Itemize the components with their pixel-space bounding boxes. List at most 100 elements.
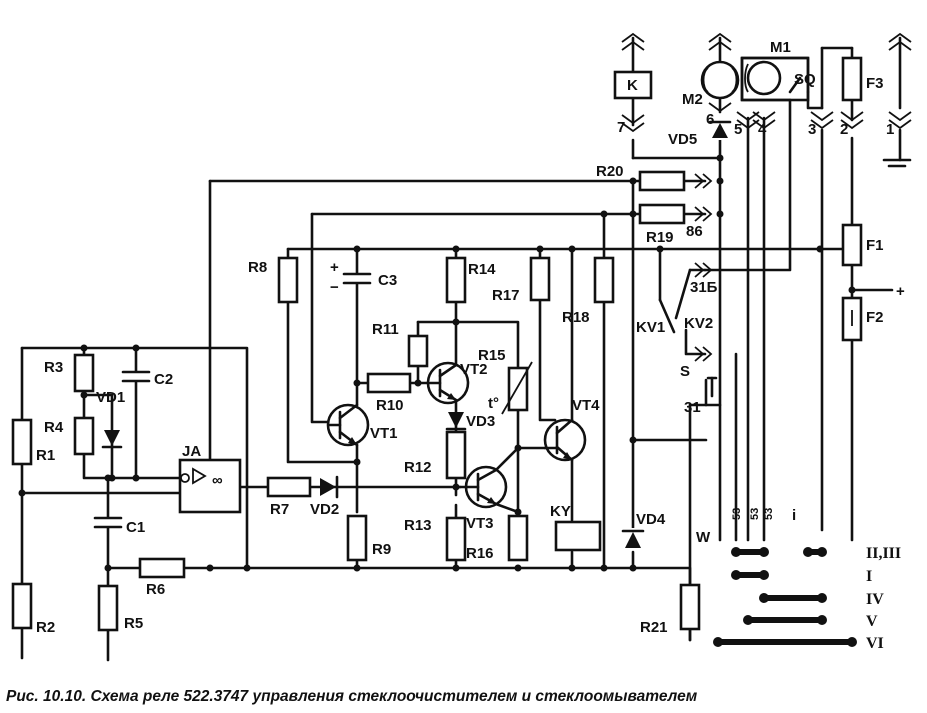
- label-conn-3: 3: [808, 121, 816, 138]
- thermistor-slash: [501, 361, 533, 415]
- label-kv2: KV2: [684, 315, 713, 332]
- label-kv1: KV1: [636, 319, 665, 336]
- label-conn-1: 1: [886, 121, 894, 138]
- position-v: [743, 615, 827, 625]
- resistor-r7: [266, 476, 312, 498]
- resistor-r4: [73, 416, 95, 456]
- diode-vd1: [101, 430, 123, 449]
- label-pin-53-c: 53: [763, 508, 775, 520]
- label-vt1: VT1: [370, 425, 398, 442]
- label-m2: M2: [682, 91, 703, 108]
- junction-dots: [18, 154, 856, 572]
- resistor-r20: [638, 170, 686, 192]
- position-vi: [713, 637, 857, 647]
- resistor-r6: [138, 557, 186, 579]
- relay-k: [613, 70, 653, 100]
- label-vd5: VD5: [668, 131, 697, 148]
- label-vd1: VD1: [96, 389, 125, 406]
- resistor-r2: [11, 582, 33, 630]
- resistor-r9: [346, 514, 368, 562]
- position-i: [731, 570, 769, 580]
- label-terminal-i: i: [792, 507, 796, 524]
- resistor-r1: [11, 418, 33, 466]
- diode-vd3: [445, 412, 467, 431]
- connector-chevrons: [621, 32, 912, 398]
- resistor-r17: [529, 256, 551, 302]
- label-f1: F1: [866, 237, 884, 254]
- label-pin-31: 31: [684, 399, 701, 416]
- label-terminal-w: W: [696, 529, 711, 546]
- resistor-r21: [679, 583, 701, 631]
- transistor-vt2: [426, 361, 470, 405]
- resistor-r3: [73, 353, 95, 393]
- label-pin-86: 86: [686, 223, 703, 240]
- label-conn-4: 4: [758, 121, 767, 138]
- relay-coil-ky: [554, 520, 602, 552]
- resistor-r14: [445, 256, 467, 304]
- label-pos-i: I: [866, 568, 872, 585]
- label-ja: JA: [182, 443, 201, 460]
- capacitors: [93, 272, 372, 529]
- component-labels: R1 R2 R3 R4 R5 R6 R7 R8 R9 R10 R11 R12 R…: [36, 39, 905, 652]
- label-f3: F3: [866, 75, 884, 92]
- label-r1: R1: [36, 447, 55, 464]
- label-r6: R6: [146, 581, 165, 598]
- fuses: [841, 56, 863, 342]
- fuse-f3: [841, 56, 863, 102]
- transistor-vt4: [543, 418, 587, 462]
- label-r9: R9: [372, 541, 391, 558]
- resistor-r12: [445, 430, 467, 480]
- resistors: [11, 170, 701, 632]
- label-ky: KY: [550, 503, 571, 520]
- label-r13: R13: [404, 517, 432, 534]
- label-r3: R3: [44, 359, 63, 376]
- label-conn-7: 7: [617, 119, 625, 136]
- label-sq: SQ: [794, 71, 816, 88]
- label-conn-5: 5: [734, 121, 742, 138]
- figure-caption: Рис. 10.10. Схема реле 522.3747 управлен…: [6, 688, 698, 705]
- label-pos-iv: IV: [866, 591, 884, 608]
- diode-vd2: [320, 475, 339, 499]
- comparator-symbol: ∞: [212, 472, 223, 489]
- transistor-vt1: [326, 403, 370, 447]
- label-vt3: VT3: [466, 515, 494, 532]
- capacitor-c2: [121, 370, 151, 383]
- motor-m1: [740, 56, 810, 102]
- resistor-r16: [507, 514, 529, 562]
- label-vd3: VD3: [466, 413, 495, 430]
- label-k: K: [627, 77, 638, 94]
- schematic-diagram: ∞: [11, 32, 912, 662]
- diode-vd4: [621, 528, 645, 550]
- label-r16: R16: [466, 545, 494, 562]
- transistors: [326, 361, 587, 514]
- label-pos-vi: VI: [866, 635, 884, 652]
- label-r21: R21: [640, 619, 668, 636]
- label-pos-ii-iii: II,III: [866, 545, 901, 562]
- label-c3: C3: [378, 272, 397, 289]
- label-m1: M1: [770, 39, 791, 56]
- label-r5: R5: [124, 615, 143, 632]
- position-ii-iii: [731, 547, 827, 557]
- label-thermistor: t°: [488, 395, 499, 412]
- label-s: S: [680, 363, 690, 380]
- label-pos-v: V: [866, 613, 878, 630]
- switch-position-table: [713, 547, 857, 647]
- label-pin-53-b: 53: [749, 508, 761, 520]
- comparator-ja: ∞: [178, 458, 242, 514]
- label-r10: R10: [376, 397, 404, 414]
- label-r11: R11: [372, 321, 399, 338]
- capacitor-c3: [342, 272, 372, 285]
- label-vd2: VD2: [310, 501, 339, 518]
- resistor-r18: [593, 256, 615, 304]
- label-conn-2: 2: [840, 121, 848, 138]
- resistor-r13: [445, 516, 467, 562]
- label-c3-plus: +: [330, 259, 339, 276]
- label-vt2: VT2: [460, 361, 488, 378]
- label-supply-plus: +: [896, 283, 905, 300]
- label-r19: R19: [646, 229, 674, 246]
- label-pin-31b: 31Б: [690, 279, 718, 296]
- label-vt4: VT4: [572, 397, 600, 414]
- label-r15: R15: [478, 347, 506, 364]
- label-r7: R7: [270, 501, 289, 518]
- label-r4: R4: [44, 419, 64, 436]
